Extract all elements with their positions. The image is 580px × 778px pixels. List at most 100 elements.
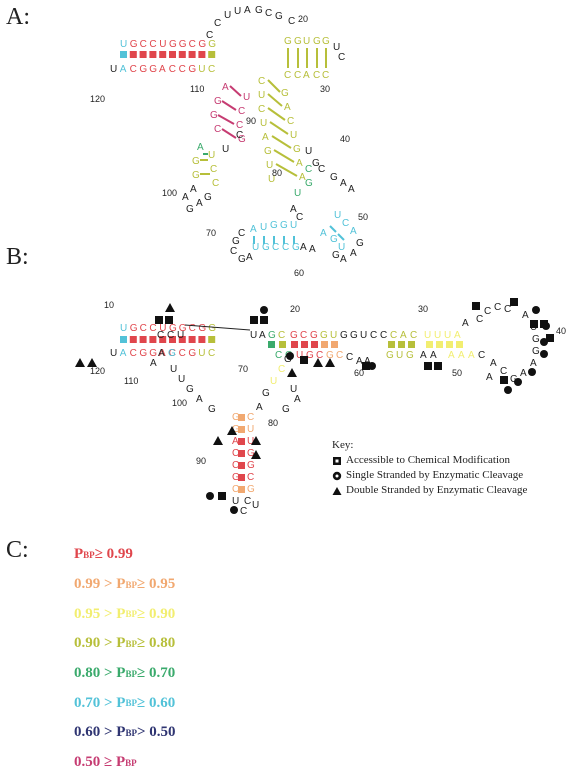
svg-text:80: 80: [272, 168, 282, 178]
svg-text:U: U: [247, 436, 254, 447]
svg-text:C: C: [318, 164, 325, 175]
svg-text:U: U: [177, 330, 184, 341]
svg-text:U: U: [252, 500, 259, 511]
svg-text:U: U: [333, 42, 340, 53]
svg-text:G: G: [313, 36, 321, 47]
svg-text:70: 70: [206, 228, 216, 238]
svg-text:A: A: [182, 192, 189, 203]
svg-text:U: U: [434, 330, 441, 341]
basepair-bar: [120, 51, 127, 58]
svg-text:C: C: [476, 314, 483, 325]
nucleotide: G: [198, 39, 206, 50]
svg-text:C: C: [410, 330, 417, 341]
svg-text:G: G: [192, 156, 200, 167]
key-item-single-stranded: Single Stranded by Enzymatic Cleavage: [332, 468, 527, 483]
nucleotide: C: [169, 64, 176, 75]
nucleotide: G: [139, 64, 147, 75]
svg-text:C: C: [232, 484, 239, 495]
svg-text:U: U: [266, 160, 273, 171]
basepair-bar: [198, 51, 206, 58]
svg-text:G: G: [204, 192, 212, 203]
svg-text:U: U: [260, 118, 267, 129]
svg-text:G: G: [232, 424, 240, 435]
panel-label-c: C:: [6, 537, 29, 563]
svg-text:U: U: [178, 374, 185, 385]
svg-text:U: U: [252, 242, 259, 253]
svg-text:G: G: [293, 144, 301, 155]
svg-text:G: G: [326, 350, 334, 361]
svg-text:C: C: [484, 306, 491, 317]
svg-text:C: C: [336, 350, 343, 361]
svg-text:C: C: [346, 352, 353, 363]
svg-text:A: A: [196, 198, 203, 209]
svg-text:A: A: [490, 358, 497, 369]
svg-text:U: U: [224, 10, 231, 21]
svg-text:C: C: [500, 366, 507, 377]
nucleotide: C: [179, 348, 186, 359]
nucleotide: C: [189, 39, 196, 50]
svg-text:U: U: [290, 130, 297, 141]
basepair-bar: [169, 336, 176, 343]
svg-text:C: C: [244, 496, 251, 507]
svg-text:G: G: [292, 242, 300, 253]
svg-text:G: G: [232, 472, 240, 483]
svg-text:A: A: [190, 184, 197, 195]
svg-text:G: G: [186, 204, 194, 215]
svg-text:A: A: [222, 82, 229, 93]
key-item-double-stranded: Double Stranded by Enzymatic Cleavage: [332, 483, 527, 498]
svg-text:G: G: [294, 36, 302, 47]
svg-text:A: A: [158, 348, 165, 359]
svg-text:C: C: [206, 30, 213, 41]
svg-text:G: G: [247, 448, 255, 459]
nucleotide: G: [149, 348, 157, 359]
svg-text:A: A: [259, 330, 266, 341]
svg-text:20: 20: [298, 14, 308, 24]
nucleotide: C: [169, 348, 176, 359]
basepair-bar: [188, 51, 196, 58]
svg-text:A: A: [486, 372, 493, 383]
nucleotide: U: [120, 39, 127, 50]
svg-text:A: A: [290, 204, 297, 215]
nucleotide: C: [149, 323, 156, 334]
svg-text:A: A: [348, 184, 355, 195]
svg-text:C: C: [478, 350, 485, 361]
svg-text:C: C: [232, 460, 239, 471]
panel-a-basepair-bars: [120, 51, 216, 58]
svg-text:G: G: [262, 242, 270, 253]
svg-text:C: C: [316, 350, 323, 361]
basepair-bar: [139, 51, 147, 58]
svg-text:C: C: [294, 70, 301, 81]
svg-text:U: U: [303, 36, 310, 47]
svg-text:30: 30: [418, 304, 428, 314]
svg-text:G: G: [332, 250, 340, 261]
nucleotide: A: [120, 348, 127, 359]
svg-text:U: U: [338, 242, 345, 253]
svg-text:G: G: [192, 170, 200, 181]
svg-text:10: 10: [104, 300, 114, 310]
svg-text:C: C: [390, 330, 397, 341]
svg-text:G: G: [281, 88, 289, 99]
panel-a-central-helix-bars: [267, 79, 298, 177]
nucleotide: A: [159, 348, 166, 359]
panel-b-probe-symbols: [75, 298, 554, 514]
svg-text:U: U: [208, 150, 215, 161]
svg-text:C: C: [157, 330, 164, 341]
svg-text:A: A: [299, 172, 306, 183]
svg-text:G: G: [168, 348, 176, 359]
svg-text:G: G: [330, 172, 338, 183]
svg-text:U: U: [294, 188, 301, 199]
panel-a-lower-right: UG CG UC GAA 40 AC 80: [272, 134, 355, 223]
svg-text:G: G: [406, 350, 414, 361]
svg-text:C: C: [238, 106, 245, 117]
nucleotide: U: [110, 348, 117, 359]
svg-text:G: G: [282, 404, 290, 415]
svg-text:U: U: [260, 222, 267, 233]
svg-text:C: C: [275, 350, 282, 361]
